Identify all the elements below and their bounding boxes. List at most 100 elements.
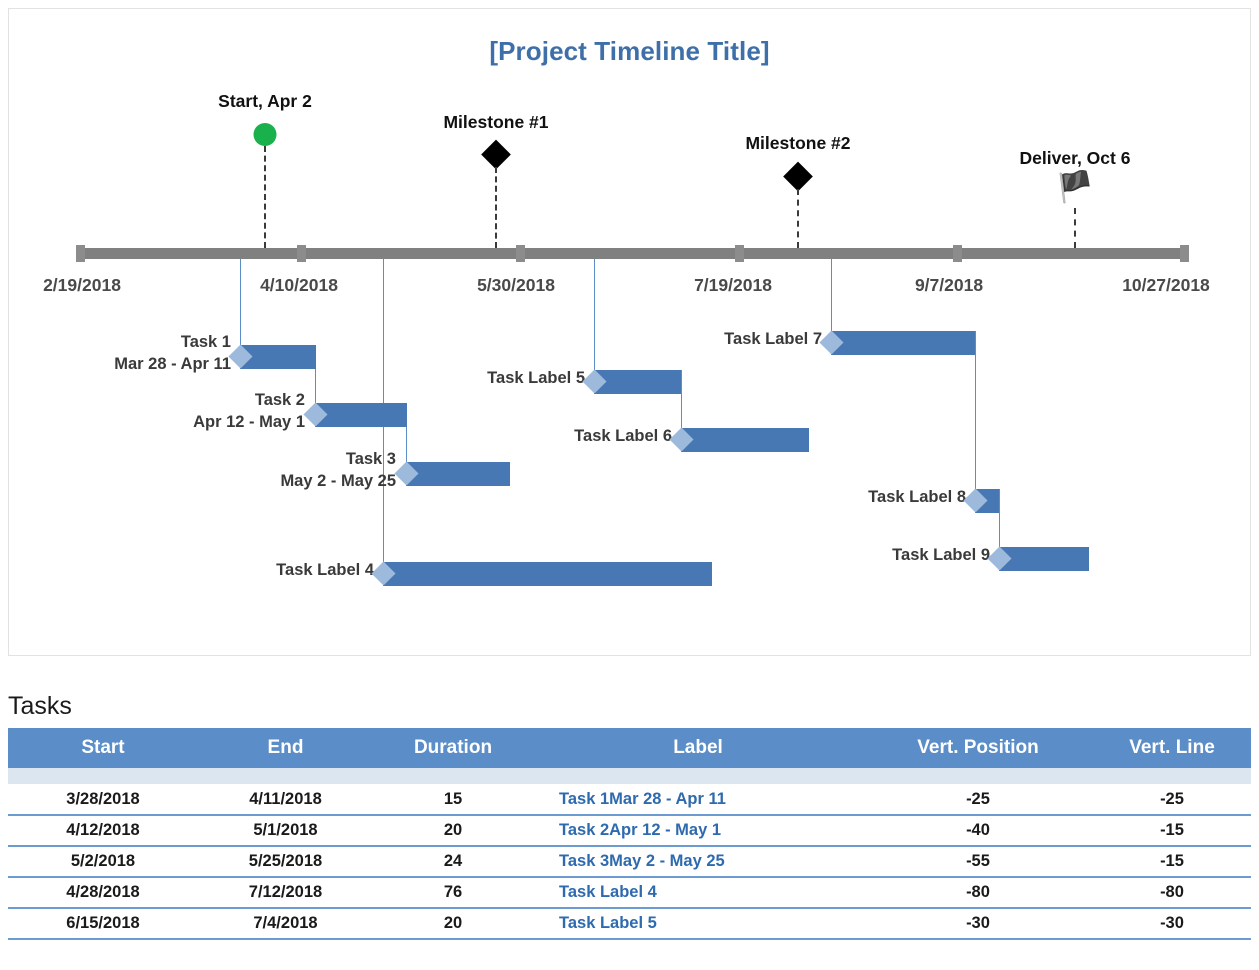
task-bar-label-2: Task 2 Apr 12 - May 1 bbox=[193, 390, 305, 434]
task-label-line1: Task 2 bbox=[254, 391, 305, 409]
cell-vert-line: -15 bbox=[1093, 846, 1251, 878]
axis-date-4: 7/19/2018 bbox=[694, 275, 772, 295]
table-row[interactable]: 4/12/2018 5/1/2018 20 Task 2Apr 12 - May… bbox=[8, 815, 1251, 847]
column-header-vert-position[interactable]: Vert. Position bbox=[863, 728, 1093, 768]
task-bar-9[interactable] bbox=[999, 547, 1089, 571]
column-header-duration[interactable]: Duration bbox=[373, 728, 533, 768]
axis-handle-tick-4[interactable] bbox=[953, 245, 962, 262]
cell-duration: 15 bbox=[373, 784, 533, 816]
task-bar-label-6: Task Label 6 bbox=[574, 427, 672, 445]
cell-vert-line: -15 bbox=[1093, 815, 1251, 847]
cell-label: Task Label 4 bbox=[533, 877, 863, 909]
cell-duration: 24 bbox=[373, 846, 533, 878]
task-label-line2: May 2 - May 25 bbox=[280, 471, 396, 490]
milestone-stem-1 bbox=[495, 167, 497, 248]
task-bar-3[interactable] bbox=[406, 462, 510, 486]
cell-start: 4/12/2018 bbox=[8, 815, 198, 847]
axis-handle-end[interactable] bbox=[1180, 245, 1189, 262]
axis-handle-tick-2[interactable] bbox=[516, 245, 525, 262]
cell-end: 7/4/2018 bbox=[198, 908, 373, 940]
tasks-table: Start End Duration Label Vert. Position … bbox=[8, 728, 1251, 940]
connector-line-task-6 bbox=[681, 370, 682, 428]
connector-line-task-7 bbox=[831, 259, 832, 331]
timeline-chart-panel: [Project Timeline Title] Start, Apr 2 Mi… bbox=[8, 8, 1251, 656]
axis-date-2: 4/10/2018 bbox=[260, 275, 338, 295]
axis-date-5: 9/7/2018 bbox=[914, 275, 984, 295]
timeline-axis[interactable] bbox=[76, 245, 1189, 262]
task-bar-label-7: Task Label 7 bbox=[724, 330, 822, 348]
cell-label: Task 1Mar 28 - Apr 11 bbox=[533, 784, 863, 816]
task-bar-7[interactable] bbox=[831, 331, 975, 355]
column-header-vert-line[interactable]: Vert. Line bbox=[1093, 728, 1251, 768]
task-bar-6[interactable] bbox=[681, 428, 809, 452]
band-cell bbox=[373, 768, 533, 784]
band-cell bbox=[198, 768, 373, 784]
milestone-label-2: Milestone #2 bbox=[745, 133, 851, 153]
task-bar-label-4: Task Label 4 bbox=[276, 561, 374, 579]
cell-end: 5/25/2018 bbox=[198, 846, 373, 878]
task-bar-4[interactable] bbox=[383, 562, 712, 586]
connector-line-task-8 bbox=[975, 331, 976, 489]
task-bar-label-3: Task 3 May 2 - May 25 bbox=[280, 449, 396, 493]
cell-vert-position: -80 bbox=[863, 877, 1093, 909]
connector-line-task-1 bbox=[240, 259, 241, 345]
task-bar-label-5: Task Label 5 bbox=[487, 369, 585, 387]
black-diamond-marker bbox=[481, 139, 511, 170]
axis-handle-start[interactable] bbox=[76, 245, 85, 262]
task-label-line1: Task 3 bbox=[345, 450, 396, 468]
table-row[interactable]: 5/2/2018 5/25/2018 24 Task 3May 2 - May … bbox=[8, 846, 1251, 878]
page-title: [Project Timeline Title] bbox=[489, 36, 770, 66]
band-cell bbox=[1093, 768, 1251, 784]
task-label-line2: Apr 12 - May 1 bbox=[193, 412, 305, 431]
task-bar-2[interactable] bbox=[315, 403, 407, 427]
table-row[interactable]: 6/15/2018 7/4/2018 20 Task Label 5 -30 -… bbox=[8, 908, 1251, 940]
checkered-flag-icon: 🏴 bbox=[1056, 171, 1094, 204]
cell-vert-line: -80 bbox=[1093, 877, 1251, 909]
task-bar-label-8: Task Label 8 bbox=[868, 488, 966, 506]
cell-end: 5/1/2018 bbox=[198, 815, 373, 847]
milestone-stem-2 bbox=[797, 189, 799, 248]
cell-vert-position: -40 bbox=[863, 815, 1093, 847]
cell-end: 4/11/2018 bbox=[198, 784, 373, 816]
cell-vert-line: -25 bbox=[1093, 784, 1251, 816]
task-bar-1[interactable] bbox=[240, 345, 316, 369]
connector-line-task-5 bbox=[594, 259, 595, 370]
table-row[interactable]: 3/28/2018 4/11/2018 15 Task 1Mar 28 - Ap… bbox=[8, 784, 1251, 816]
connector-line-task-9 bbox=[999, 489, 1000, 547]
axis-date-3: 5/30/2018 bbox=[477, 275, 555, 295]
cell-vert-position: -30 bbox=[863, 908, 1093, 940]
cell-start: 6/15/2018 bbox=[8, 908, 198, 940]
column-header-end[interactable]: End bbox=[198, 728, 373, 768]
black-diamond-marker bbox=[783, 161, 813, 192]
cell-start: 5/2/2018 bbox=[8, 846, 198, 878]
cell-vert-line: -30 bbox=[1093, 908, 1251, 940]
column-header-label[interactable]: Label bbox=[533, 728, 863, 768]
table-row[interactable]: 4/28/2018 7/12/2018 76 Task Label 4 -80 … bbox=[8, 877, 1251, 909]
table-header-row: Start End Duration Label Vert. Position … bbox=[8, 728, 1251, 768]
cell-end: 7/12/2018 bbox=[198, 877, 373, 909]
band-cell bbox=[8, 768, 198, 784]
milestone-stem-start bbox=[264, 146, 266, 248]
table-band-row bbox=[8, 768, 1251, 784]
cell-duration: 20 bbox=[373, 908, 533, 940]
cell-start: 3/28/2018 bbox=[8, 784, 198, 816]
column-header-start[interactable]: Start bbox=[8, 728, 198, 768]
axis-handle-tick-1[interactable] bbox=[297, 245, 306, 262]
cell-label: Task 2Apr 12 - May 1 bbox=[533, 815, 863, 847]
milestone-label-1: Milestone #1 bbox=[443, 112, 549, 132]
task-bar-5[interactable] bbox=[594, 370, 681, 394]
cell-start: 4/28/2018 bbox=[8, 877, 198, 909]
task-label-line1: Task 1 bbox=[180, 333, 231, 351]
connector-line-task-3 bbox=[406, 403, 407, 462]
cell-label: Task Label 5 bbox=[533, 908, 863, 940]
task-label-line2: Mar 28 - Apr 11 bbox=[114, 354, 231, 373]
milestone-stem-deliver bbox=[1074, 208, 1076, 248]
band-cell bbox=[863, 768, 1093, 784]
axis-handle-tick-3[interactable] bbox=[735, 245, 744, 262]
milestone-label-start: Start, Apr 2 bbox=[218, 91, 312, 111]
cell-vert-position: -25 bbox=[863, 784, 1093, 816]
cell-duration: 20 bbox=[373, 815, 533, 847]
green-circle-marker bbox=[253, 123, 277, 146]
connector-line-task-2 bbox=[315, 345, 316, 403]
